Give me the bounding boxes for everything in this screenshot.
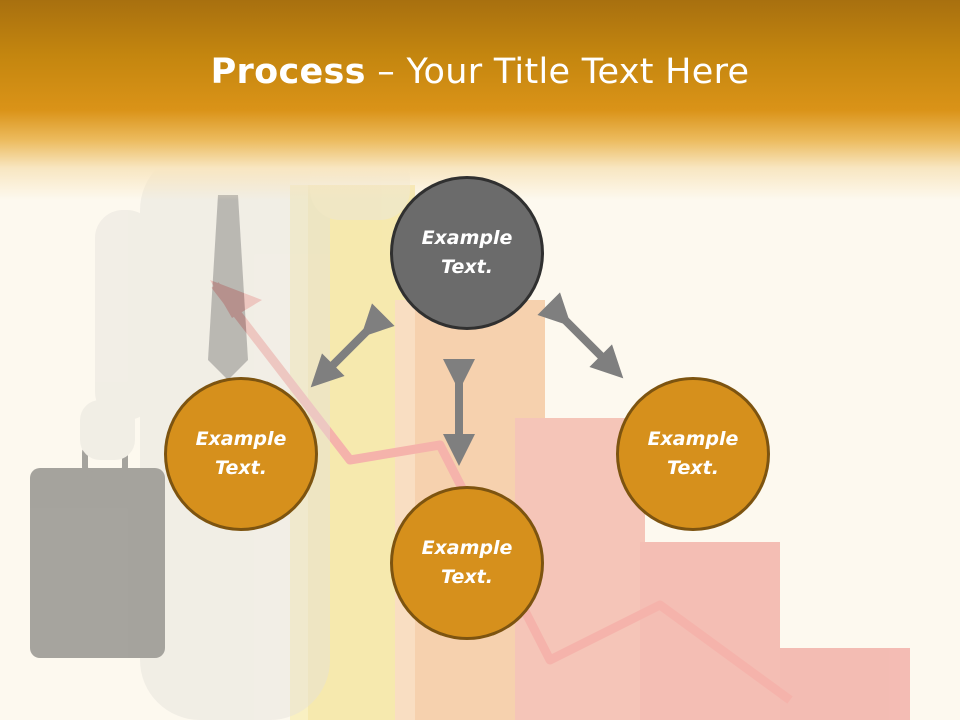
process-node-top-label: Example Text.: [421, 227, 513, 278]
process-node-right-label: Example Text.: [647, 428, 739, 479]
title-rest: – Your Title Text Here: [365, 52, 750, 92]
title-banner: [0, 0, 960, 200]
process-node-center: Example Text.: [390, 486, 544, 640]
arrow-top-left-icon: [310, 303, 395, 388]
arrow-top-right-icon: [537, 292, 624, 379]
process-node-center-label: Example Text.: [421, 537, 513, 588]
slide-title: Process – Your Title Text Here: [0, 52, 960, 92]
process-node-top: Example Text.: [390, 176, 544, 330]
process-node-left: Example Text.: [164, 377, 318, 531]
title-bold: Process: [210, 52, 366, 92]
process-node-left-label: Example Text.: [195, 428, 287, 479]
process-node-right: Example Text.: [616, 377, 770, 531]
